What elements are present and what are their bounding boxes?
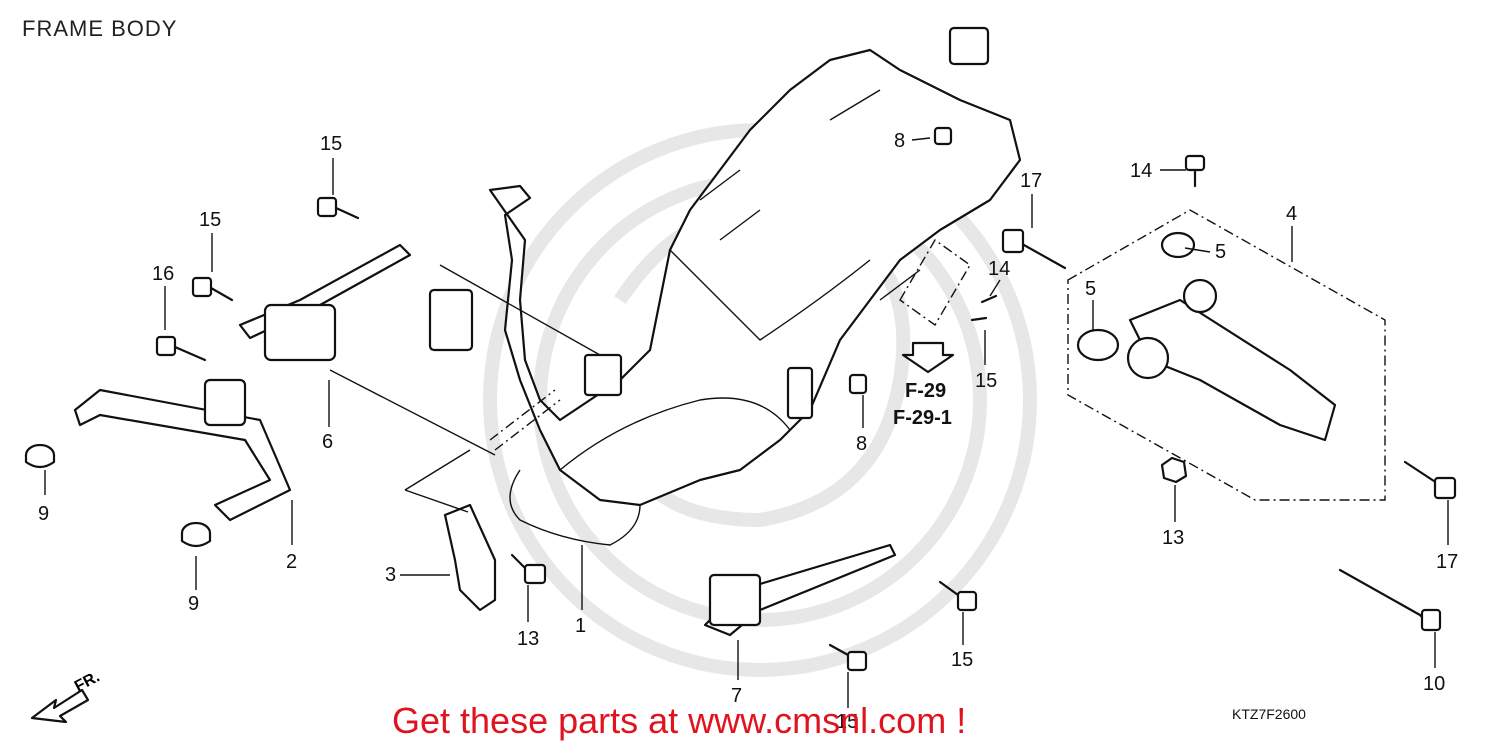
callout-3: 3 [385, 564, 396, 586]
page-title: FRAME BODY [22, 16, 178, 41]
callout-11: 13 [517, 628, 539, 650]
reference-box [899, 238, 971, 374]
bolt-part-17-top[interactable] [1001, 228, 1067, 270]
callout-9-a: 9 [38, 503, 49, 525]
front-direction-arrow [30, 688, 90, 724]
rubber-part-9-a[interactable] [24, 443, 56, 469]
frame-body-part-1[interactable] [428, 26, 1022, 546]
callout-4: 4 [1286, 203, 1297, 225]
nut-part-8-a[interactable] [933, 126, 953, 146]
bolt-part-13[interactable] [970, 294, 998, 322]
callout-15-d: 15 [951, 649, 973, 671]
nut-part-12[interactable] [1160, 456, 1188, 484]
bolt-part-17-right[interactable] [1403, 460, 1457, 500]
diagram-code: KTZ7F2600 [1232, 706, 1306, 722]
callout-13-a: 14 [988, 258, 1010, 280]
bolt-part-10[interactable] [1338, 568, 1442, 632]
callout-5-b: 5 [1085, 278, 1096, 300]
callout-1: 1 [575, 615, 586, 637]
bolt-part-16[interactable] [155, 335, 207, 362]
stay-part-7[interactable] [703, 543, 897, 637]
callout-7: 7 [731, 685, 742, 707]
bolt-part-14[interactable] [1184, 154, 1206, 188]
reference-f29-1[interactable]: F-29-1 [893, 407, 952, 429]
callout-15-c: 15 [836, 711, 858, 733]
callout-15-a: 15 [320, 133, 342, 155]
bolt-part-15-c[interactable] [938, 580, 978, 612]
callout-16: 16 [152, 263, 174, 285]
callout-2: 2 [286, 551, 297, 573]
callout-15-b: 15 [199, 209, 221, 231]
bracket-part-2[interactable] [73, 378, 292, 522]
callout-10: 10 [1423, 673, 1445, 695]
handle-assembly-part-4[interactable] [1067, 209, 1386, 501]
callout-numbers: 15 15 16 9 9 2 3 13 1 6 7 15 15 8 8 17 1… [38, 130, 1458, 733]
parts-link-banner[interactable]: Get these parts at www.cmsnl.com ! [392, 700, 967, 741]
callout-17-b: 17 [1436, 551, 1458, 573]
front-direction-label: FR. [72, 668, 103, 695]
nut-part-8-b[interactable] [848, 373, 868, 395]
bolt-part-15-b[interactable] [191, 276, 234, 302]
bolt-part-15-a[interactable] [316, 196, 360, 220]
callout-9-b: 9 [188, 593, 199, 615]
callout-12: 13 [1162, 527, 1184, 549]
callout-14: 14 [1130, 160, 1152, 182]
callout-13-b: 15 [975, 370, 997, 392]
bolt-part-11[interactable] [510, 553, 547, 585]
callout-6: 6 [322, 431, 333, 453]
callout-17-a: 17 [1020, 170, 1042, 192]
reference-f29[interactable]: F-29 [905, 380, 947, 402]
callout-8-a: 8 [894, 130, 905, 152]
callout-8-b: 8 [856, 433, 867, 455]
callout-leaders [44, 137, 1449, 708]
engine-hanger-link[interactable] [238, 243, 412, 362]
assembly-lines [329, 264, 601, 513]
callout-5-a: 5 [1215, 241, 1226, 263]
rubber-part-9-b[interactable] [180, 521, 212, 548]
bolt-part-15-d[interactable] [828, 643, 868, 672]
bracket-part-3[interactable] [443, 503, 497, 612]
